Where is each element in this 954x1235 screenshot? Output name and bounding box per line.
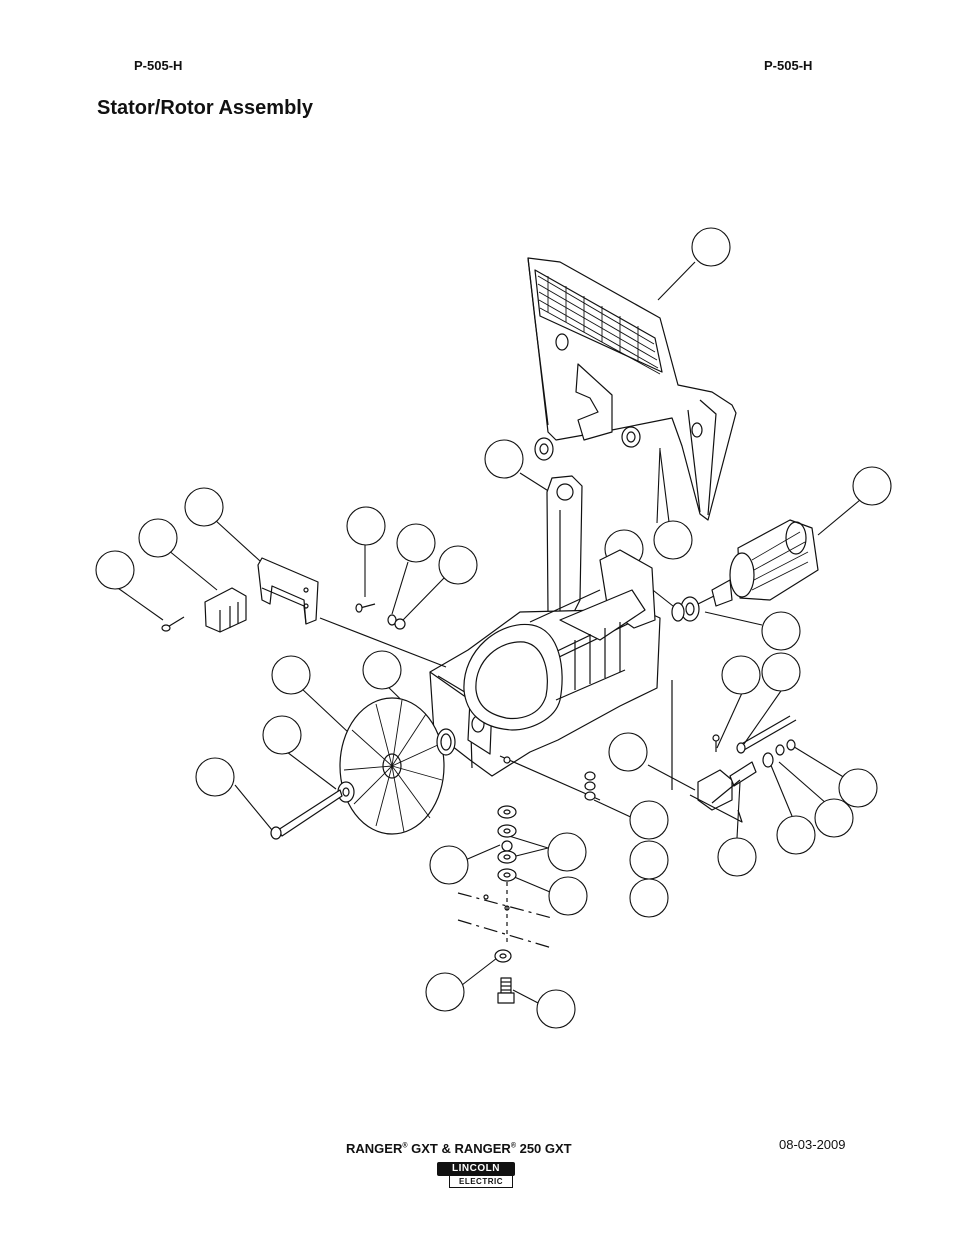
ground-strap bbox=[499, 755, 601, 801]
leader-lines bbox=[114, 261, 861, 1005]
fan-washer bbox=[337, 781, 355, 803]
rotor-coupling bbox=[436, 728, 456, 756]
center-nut-washer bbox=[387, 614, 406, 630]
mount-hardware-stack bbox=[497, 805, 517, 946]
page-code-right: P-505-H bbox=[764, 58, 813, 73]
fan-bolt bbox=[270, 789, 343, 840]
lead-wire bbox=[319, 617, 447, 668]
rectifier-bridge bbox=[689, 769, 743, 823]
model-name-part2: GXT & RANGER bbox=[407, 1141, 511, 1156]
brush-holder bbox=[204, 587, 247, 633]
model-name: RANGER® GXT & RANGER® 250 GXT bbox=[346, 1141, 572, 1156]
brush-screw bbox=[161, 616, 185, 632]
brush-holder-bracket bbox=[257, 557, 319, 625]
blower-fan bbox=[339, 697, 445, 835]
revision-date: 08-03-2009 bbox=[779, 1137, 846, 1152]
page-code-left: P-505-H bbox=[134, 58, 183, 73]
logo-bottom-text: ELECTRIC bbox=[449, 1176, 513, 1188]
center-screw bbox=[355, 603, 376, 613]
bearing bbox=[671, 596, 700, 622]
logo-top-text: LINCOLN bbox=[437, 1162, 515, 1176]
stator-windings bbox=[463, 589, 646, 731]
top-cover-baffle bbox=[527, 257, 737, 521]
page-title: Stator/Rotor Assembly bbox=[97, 97, 313, 119]
diode-lead bbox=[736, 715, 797, 754]
base-rail-outline bbox=[457, 892, 553, 949]
registered-mark-1: ® bbox=[402, 1142, 408, 1150]
resistor bbox=[729, 739, 796, 787]
registered-mark-2: ® bbox=[510, 1142, 516, 1150]
lincoln-electric-logo: LINCOLN ELECTRIC bbox=[437, 1162, 515, 1190]
model-name-part1: RANGER bbox=[346, 1141, 403, 1156]
terminal-screw bbox=[712, 734, 720, 752]
cover-grommets bbox=[534, 426, 641, 461]
mount-bolt bbox=[497, 977, 515, 1004]
rotor-assembly bbox=[689, 519, 819, 609]
callout-circles bbox=[95, 227, 892, 1029]
lifting-bail bbox=[546, 475, 583, 621]
model-name-part3: 250 GXT bbox=[515, 1141, 572, 1156]
base-hole bbox=[483, 894, 489, 900]
housing-nut-stack bbox=[584, 771, 596, 801]
mount-washer bbox=[494, 949, 512, 963]
rectifier-lead bbox=[711, 779, 741, 804]
